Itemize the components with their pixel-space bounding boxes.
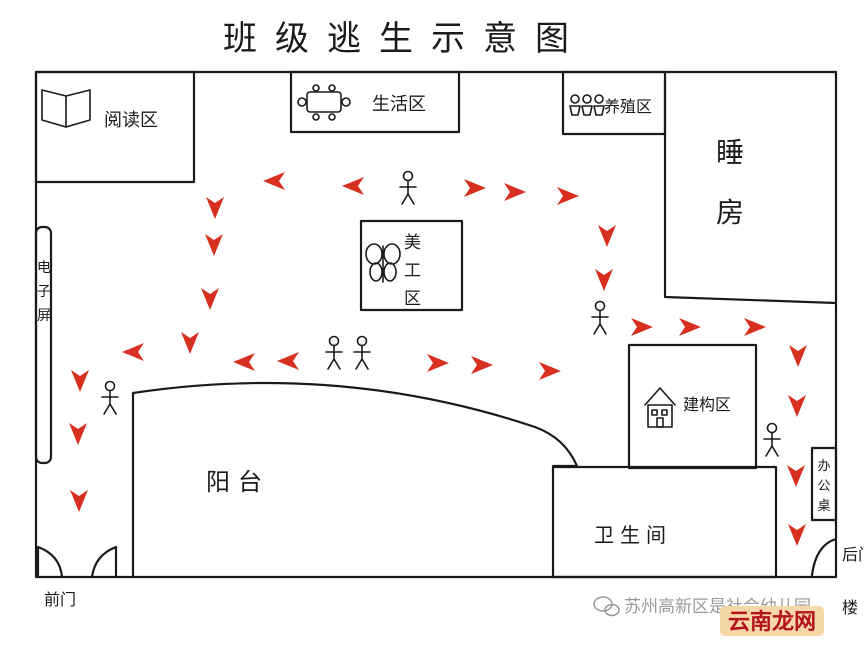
bathroom: 卫生间: [551, 465, 778, 579]
escape-arrow-icon: [122, 343, 144, 361]
escape-arrow-icon: [233, 353, 255, 371]
escape-arrow-icon: [598, 225, 616, 247]
back-door-label: 后门: [842, 545, 864, 564]
escape-arrow-icon: [181, 332, 199, 354]
stick-figure-icon: [591, 300, 609, 335]
escape-arrow-icon: [557, 187, 579, 205]
office-desk-label-2: 公: [817, 479, 830, 494]
art-zone-label-2: 工: [404, 261, 421, 281]
escape-arrow-icon: [206, 197, 224, 219]
escape-arrow-icon: [789, 345, 807, 367]
breeding-zone: 养殖区: [561, 70, 667, 136]
escape-arrow-icon: [504, 183, 526, 201]
reading-zone: 阅读区: [34, 70, 196, 184]
stamp-text: 云南龙网: [728, 610, 816, 635]
building-zone: 建构区: [627, 343, 758, 470]
escape-arrow-icon: [679, 318, 701, 336]
art-zone-label-3: 区: [404, 289, 421, 309]
escape-arrow-icon: [788, 395, 806, 417]
stick-figures: [101, 170, 781, 457]
stick-figure-icon: [353, 335, 371, 370]
escape-arrow-icon: [595, 269, 613, 291]
sleeping-room-label-2: 房: [716, 196, 744, 229]
escape-route: [69, 172, 807, 546]
butterfly-icon: [365, 243, 401, 283]
living-zone: 生活区: [289, 70, 461, 134]
reading-zone-label: 阅读区: [104, 110, 158, 131]
bathroom-label: 卫生间: [594, 523, 672, 547]
electronic-screen-label-3: 屏: [37, 308, 51, 324]
balcony-label: 阳台: [206, 468, 270, 496]
wechat-icon: [593, 596, 620, 617]
escape-arrow-icon: [71, 370, 89, 392]
escape-arrow-icon: [744, 318, 766, 336]
escape-arrow-icon: [427, 354, 449, 372]
stick-figure-icon: [399, 170, 417, 205]
breeding-zone-label: 养殖区: [604, 97, 652, 116]
escape-arrow-icon: [69, 423, 87, 445]
stick-figure-icon: [101, 380, 119, 415]
front-door: 前门: [36, 545, 118, 609]
art-zone: 美 工 区: [359, 219, 464, 312]
front-door-label: 前门: [44, 590, 76, 609]
stick-figure-icon: [325, 335, 343, 370]
art-zone-label-1: 美: [404, 233, 421, 253]
escape-arrow-icon: [277, 352, 299, 370]
electronic-screen: 电 子 屏: [34, 225, 53, 465]
escape-arrow-icon: [539, 362, 561, 380]
stick-figure-icon: [763, 422, 781, 457]
escape-arrow-icon: [205, 234, 223, 256]
sleeping-room: 睡 房: [663, 78, 838, 305]
escape-arrow-icon: [464, 179, 486, 197]
building-zone-label: 建构区: [683, 395, 731, 414]
balcony: 阳台: [131, 381, 579, 579]
escape-arrow-icon: [631, 318, 653, 336]
house-icon: [644, 387, 676, 428]
escape-arrow-icon: [342, 177, 364, 195]
electronic-screen-label-1: 电: [37, 260, 51, 276]
sleeping-room-label-1: 睡: [716, 136, 744, 169]
escape-arrow-icon: [263, 172, 285, 190]
electronic-screen-label-2: 子: [37, 284, 51, 300]
escape-arrow-icon: [471, 356, 493, 374]
office-desk-label-3: 桌: [817, 499, 830, 514]
dining-table-icon: [297, 84, 351, 121]
flower-pots-icon: [569, 94, 605, 116]
stamp-badge: [720, 606, 824, 636]
bottom-right-partial-label: 楼: [842, 598, 858, 617]
page-title: 班级逃生示意图: [223, 19, 587, 59]
book-icon: [41, 89, 91, 128]
escape-arrow-icon: [201, 288, 219, 310]
watermark: 苏州高新区是社会幼儿园 楼 云南龙网: [593, 596, 858, 636]
living-zone-label: 生活区: [372, 94, 426, 115]
back-door: 后门: [810, 537, 864, 577]
office-desk: 办 公 桌: [810, 446, 838, 522]
escape-arrow-icon: [70, 490, 88, 512]
office-desk-label-1: 办: [817, 459, 830, 474]
escape-arrow-icon: [787, 465, 805, 487]
escape-arrow-icon: [788, 524, 806, 546]
